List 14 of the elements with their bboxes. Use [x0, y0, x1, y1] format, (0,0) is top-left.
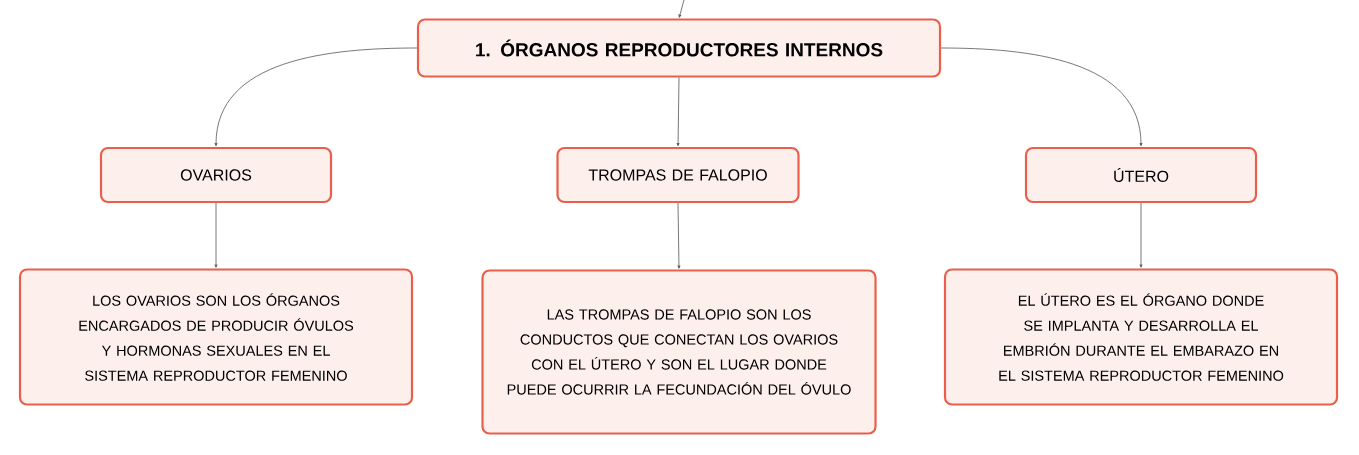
topic-box: OVARIOS [99, 146, 333, 204]
topic-box: TROMPAS DE FALOPIO [556, 146, 800, 204]
arrow [676, 77, 680, 147]
title-box: 1. ÓRGANOS REPRODUCTORES INTERNOS [416, 18, 942, 78]
arrow [677, 202, 681, 269]
arrow [214, 202, 218, 268]
arrow [940, 47, 1143, 147]
topic-box: ÚTERO [1024, 146, 1258, 204]
arrow [678, 0, 685, 18]
description-box: LOS OVARIOS SON LOS ÓRGANOS ENCARGADOS DE PRODUCIR ÓVULOS Y HORMONAS SEXUALES EN EL SISTEMA REPRODUCTOR FEMENINO [18, 268, 414, 406]
description-box: LAS TROMPAS DE FALOPIO SON LOS CONDUCTOS QUE CONECTAN LOS OVARIOS CON EL ÚTERO Y SON EL LUGAR DONDE PUEDE OCURRIR LA FECUNDACIÓN DEL ÓVULO [481, 269, 877, 435]
arrow [214, 47, 418, 147]
arrow [1139, 202, 1143, 268]
description-box: EL ÚTERO ES EL ÓRGANO DONDE SE IMPLANTA Y DESARROLLA EL EMBRIÓN DURANTE EL EMBARAZO EN EL SISTEMA REPRODUCTOR FEMENINO [943, 268, 1339, 406]
